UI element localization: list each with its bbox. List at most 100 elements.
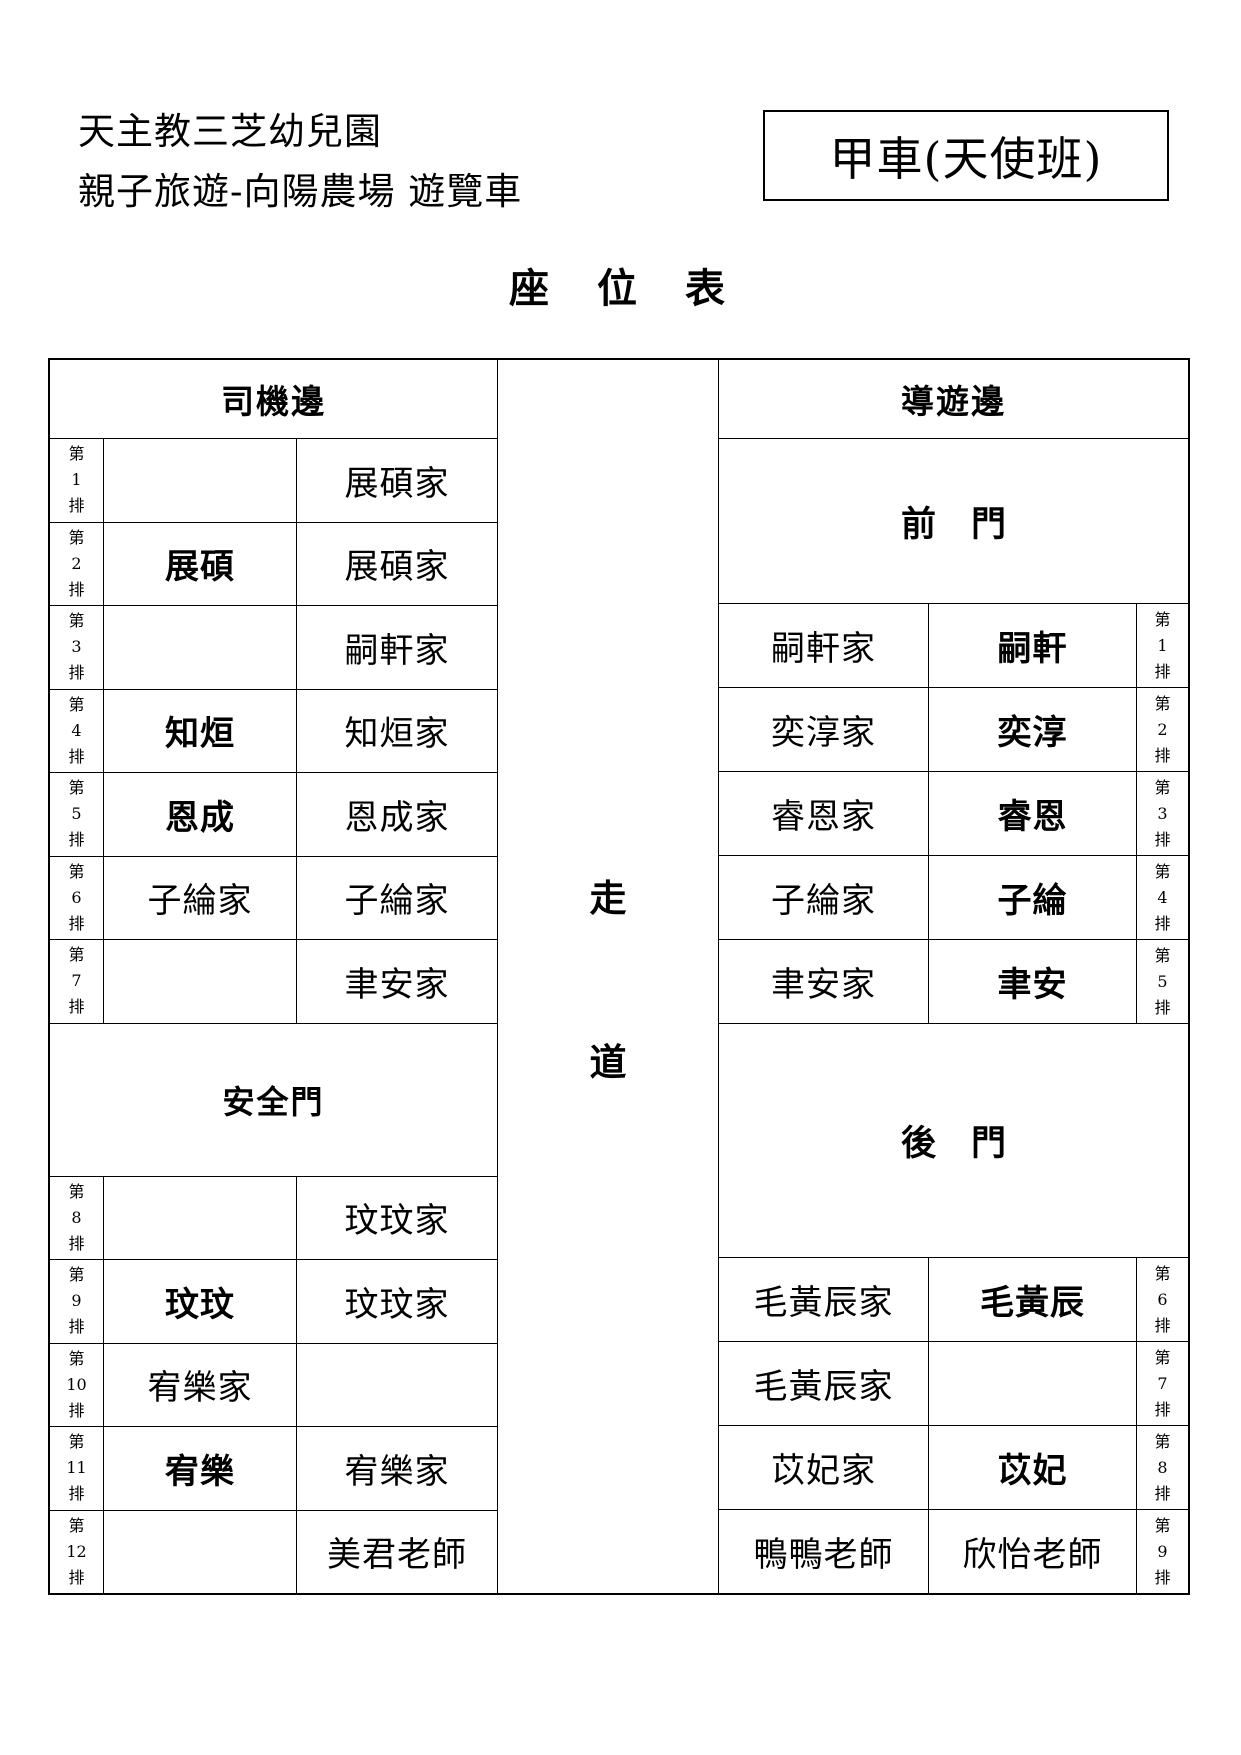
bus-label: 甲車(天使班) [829,131,1103,186]
seat-aisle-cell: 展碩家 [344,547,450,588]
row-label: 第 2 排 [1136,688,1188,771]
seat-aisle-cell: 嗣軒家 [344,630,450,671]
seat-row-8: 第 8 排 玟玟家 [50,1175,497,1259]
row-label: 第 12 排 [50,1510,104,1593]
seat-aisle-cell: 毛黃辰家 [719,1342,929,1425]
page-title: 座 位 表 [509,265,729,312]
aisle-char-top: 走 [589,875,627,920]
seat-aisle-cell: 美君老師 [327,1535,467,1576]
seat-row-r4: 子綸家 子綸 第 4 排 [719,855,1188,939]
row-label: 第 1 排 [1136,604,1188,687]
seat-row-10: 第 10 排 宥樂家 [50,1342,497,1427]
seat-window-cell [929,1342,1136,1425]
seat-row-r5: 聿安家 聿安 第 5 排 [719,939,1188,1023]
row-label: 第 3 排 [50,606,104,689]
seat-window-cell: 毛黃辰 [980,1283,1085,1323]
seat-aisle-cell: 嗣軒家 [719,604,929,687]
seat-window-cell [104,606,297,689]
seat-window-cell: 子綸 [997,881,1068,921]
seat-row-11: 第 11 排 宥樂 宥樂家 [50,1426,497,1510]
seat-aisle-cell: 聿安家 [719,940,929,1023]
seat-aisle-cell: 知烜家 [344,714,450,755]
seat-aisle-cell: 玟玟家 [344,1201,450,1242]
seat-window-cell [104,940,297,1023]
seat-window-cell: 奕淳 [997,713,1068,753]
row-label: 第 5 排 [50,773,104,856]
seat-aisle-cell: 聿安家 [344,964,450,1005]
seat-aisle-cell: 鴨鴨老師 [719,1510,929,1593]
seat-window-cell: 聿安 [997,965,1068,1005]
seat-window-cell: 恩成 [104,773,297,856]
seat-aisle-cell: 苡妃家 [719,1426,929,1509]
seat-row-2: 第 2 排 展碩 展碩家 [50,521,497,605]
guide-side-block: 導遊邊 前 門 嗣軒家 嗣軒 第 1 排 奕淳家 奕淳 第 2 排 [719,360,1188,1593]
row-label: 第 4 排 [1136,856,1188,939]
seat-row-r3: 睿恩家 睿恩 第 3 排 [719,771,1188,855]
seat-aisle-cell: 子綸家 [344,881,450,922]
seat-aisle-cell [297,1344,497,1427]
seat-window-cell: 苡妃 [997,1451,1068,1491]
seat-aisle-cell: 睿恩家 [719,772,929,855]
school-name: 天主教三芝幼兒園 [78,110,382,153]
row-label: 第 11 排 [50,1427,104,1510]
row-label: 第 5 排 [1136,940,1188,1023]
front-door-cell: 前 門 [719,438,1188,603]
seat-row-r2: 奕淳家 奕淳 第 2 排 [719,687,1188,771]
driver-side-header: 司機邊 [221,382,326,421]
aisle-column: 走 道 [497,360,719,1593]
row-label: 第 3 排 [1136,772,1188,855]
row-label: 第 7 排 [50,940,104,1023]
row-label: 第 8 排 [50,1176,104,1259]
seat-window-cell: 宥樂 [104,1427,297,1510]
bus-label-box: 甲車(天使班) [763,110,1169,201]
seat-aisle-cell: 子綸家 [719,856,929,939]
seat-row-7: 第 7 排 聿安家 [50,939,497,1023]
seat-window-cell [104,1510,297,1593]
seat-window-cell: 宥樂家 [104,1343,297,1426]
seat-window-cell: 子綸家 [104,856,297,939]
seat-row-9: 第 9 排 玟玟 玟玟家 [50,1259,497,1343]
driver-side-block: 司機邊 第 1 排 展碩家 第 2 排 展碩 展碩家 [50,360,497,1593]
seat-window-cell [104,1176,297,1259]
seat-row-r1: 嗣軒家 嗣軒 第 1 排 [719,603,1188,687]
seat-row-r7: 毛黃辰家 第 7 排 [719,1341,1188,1425]
seat-aisle-cell: 展碩家 [344,463,450,504]
row-label: 第 6 排 [50,856,104,939]
row-label: 第 1 排 [50,439,104,522]
seat-aisle-cell: 玟玟家 [344,1284,450,1325]
seat-window-cell: 玟玟 [104,1260,297,1343]
back-door-cell: 後 門 [719,1023,1188,1257]
row-label: 第 6 排 [1136,1258,1188,1341]
seat-window-cell: 展碩 [104,522,297,605]
seat-aisle-cell: 奕淳家 [719,688,929,771]
row-label: 第 2 排 [50,522,104,605]
seat-row-12: 第 12 排 美君老師 [50,1509,497,1593]
row-label: 第 9 排 [50,1260,104,1343]
seat-window-cell: 欣怡老師 [962,1535,1103,1575]
seat-aisle-cell: 恩成家 [344,797,450,838]
trip-title: 親子旅遊-向陽農場 遊覽車 [78,170,523,213]
row-label: 第 4 排 [50,689,104,772]
aisle-char-bottom: 道 [589,1039,627,1084]
seat-row-6: 第 6 排 子綸家 子綸家 [50,855,497,939]
seat-row-r9: 鴨鴨老師 欣怡老師 第 9 排 [719,1509,1188,1593]
seat-row-4: 第 4 排 知烜 知烜家 [50,688,497,772]
row-label: 第 9 排 [1136,1510,1188,1593]
row-label: 第 7 排 [1136,1342,1188,1425]
seat-row-3: 第 3 排 嗣軒家 [50,605,497,689]
safety-door-cell: 安全門 [50,1022,497,1176]
seat-row-1: 第 1 排 展碩家 [50,438,497,522]
row-label: 第 10 排 [50,1343,104,1426]
seat-window-cell: 知烜 [104,689,297,772]
seat-aisle-cell: 宥樂家 [344,1451,450,1492]
seat-row-r6: 毛黃辰家 毛黃辰 第 6 排 [719,1257,1188,1341]
seating-table: 司機邊 第 1 排 展碩家 第 2 排 展碩 展碩家 [48,358,1190,1595]
guide-side-header: 導遊邊 [901,382,1006,421]
seat-aisle-cell: 毛黃辰家 [719,1258,929,1341]
seat-window-cell [104,439,297,522]
seat-row-5: 第 5 排 恩成 恩成家 [50,772,497,856]
seat-row-r8: 苡妃家 苡妃 第 8 排 [719,1425,1188,1509]
seat-window-cell: 嗣軒 [997,629,1068,669]
row-label: 第 8 排 [1136,1426,1188,1509]
